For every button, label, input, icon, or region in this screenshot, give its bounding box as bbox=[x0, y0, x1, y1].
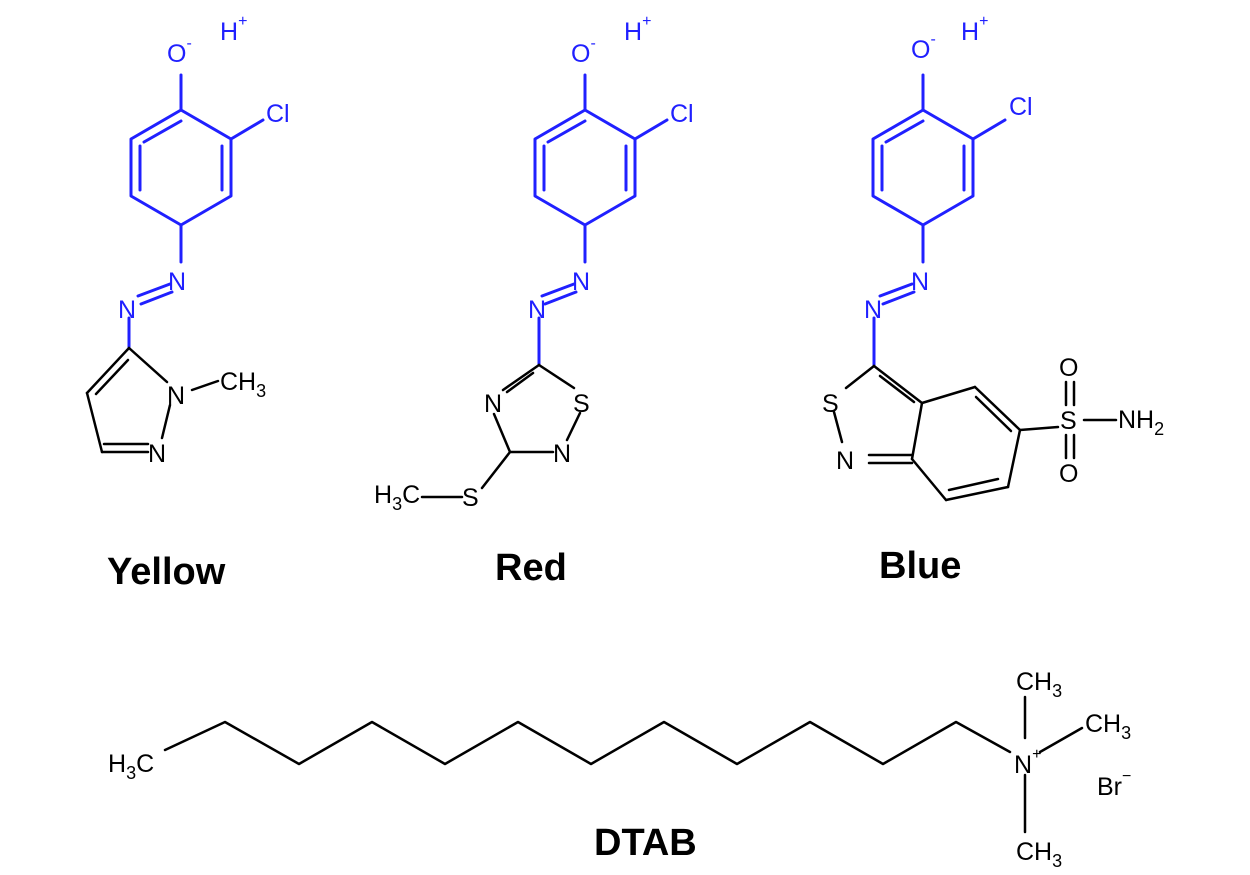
azo-nitrogen-upper: N bbox=[572, 268, 590, 296]
methyl-group: H3C bbox=[374, 481, 420, 514]
molecule-dtab: H3C N+ CH3 CH3 CH3 Br− DTAB bbox=[108, 668, 1131, 871]
azo-nitrogen-upper: N bbox=[168, 268, 186, 296]
methyl-right: CH3 bbox=[1085, 710, 1131, 743]
oxygen-atom: O- bbox=[571, 35, 596, 68]
chlorine-atom: Cl bbox=[266, 100, 290, 128]
methyl-top: CH3 bbox=[1016, 668, 1062, 701]
azo-nitrogen-lower: N bbox=[528, 296, 546, 324]
azo-nitrogen-upper: N bbox=[911, 268, 929, 296]
phenolate-ring-blue bbox=[871, 73, 1007, 368]
oxygen-atom: O- bbox=[167, 35, 192, 68]
molecule-yellow: O- H+ Cl N N N N CH3 Yellow bbox=[85, 13, 290, 593]
ring-nitrogen-left: N bbox=[484, 390, 502, 418]
ring-nitrogen-methyl: N bbox=[167, 382, 185, 410]
label-red: Red bbox=[495, 547, 567, 589]
bromide-ion: Br− bbox=[1097, 768, 1131, 801]
ammonium-nitrogen: N+ bbox=[1014, 746, 1041, 779]
sulfonyl-sulfur: S bbox=[1060, 407, 1077, 435]
sulfonyl-oxygen-bottom: O bbox=[1059, 460, 1078, 488]
ring-nitrogen: N bbox=[148, 440, 166, 468]
hydrogen-ion: H+ bbox=[220, 13, 247, 46]
ring-sulfur: S bbox=[822, 390, 839, 418]
pyrazole-ring-yellow bbox=[85, 346, 220, 454]
azo-nitrogen-lower: N bbox=[864, 296, 882, 324]
label-blue: Blue bbox=[879, 545, 961, 587]
hydrogen-ion: H+ bbox=[961, 13, 988, 46]
benzisothiazole-ring-blue bbox=[832, 364, 1118, 502]
label-yellow: Yellow bbox=[107, 551, 226, 593]
thioether-sulfur: S bbox=[462, 484, 479, 512]
ring-nitrogen-right: N bbox=[553, 440, 571, 468]
phenolate-ring-red bbox=[533, 73, 669, 367]
phenolate-ring-yellow bbox=[127, 73, 265, 350]
label-dtab: DTAB bbox=[594, 822, 697, 864]
methyl-bottom: CH3 bbox=[1016, 838, 1062, 871]
thiadiazole-ring-red bbox=[420, 363, 582, 499]
amino-group: NH2 bbox=[1118, 406, 1164, 439]
chlorine-atom: Cl bbox=[670, 100, 694, 128]
alkyl-chain bbox=[163, 695, 1084, 834]
molecule-red: O- H+ Cl N N N N S S H3C Red bbox=[374, 13, 694, 589]
ring-nitrogen: N bbox=[836, 447, 854, 475]
hydrogen-ion: H+ bbox=[624, 13, 651, 46]
terminal-methyl: H3C bbox=[108, 750, 154, 783]
ring-sulfur: S bbox=[573, 390, 590, 418]
azo-nitrogen-lower: N bbox=[118, 296, 136, 324]
molecule-blue: O- H+ Cl N N S N S O O NH2 Blue bbox=[822, 13, 1164, 587]
oxygen-atom: O- bbox=[911, 31, 936, 64]
methyl-group: CH3 bbox=[220, 368, 266, 401]
sulfonyl-oxygen-top: O bbox=[1059, 354, 1078, 382]
chlorine-atom: Cl bbox=[1009, 93, 1033, 121]
